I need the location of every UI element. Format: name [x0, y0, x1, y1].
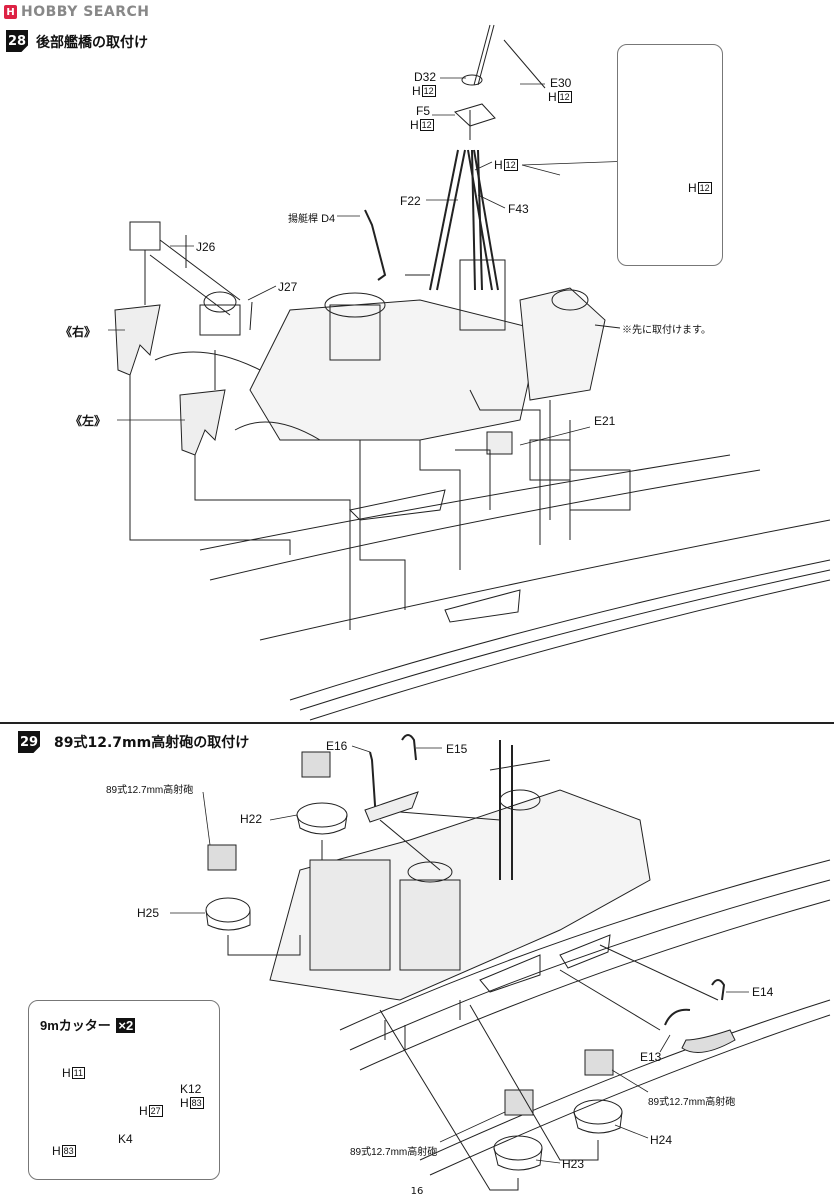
label-gun-b: 89式12.7mm高射砲	[648, 1097, 736, 1108]
cutter-qty: ×2	[116, 1018, 136, 1033]
step-divider	[0, 722, 834, 724]
step-28-number: 28	[6, 30, 28, 52]
site-logo: H HOBBY SEARCH	[4, 4, 149, 20]
label-h22: H22	[240, 812, 263, 826]
label-j27: J27	[278, 280, 298, 294]
mast-detail-panel	[617, 44, 723, 266]
step-28-title: 後部艦橋の取付け	[36, 35, 148, 51]
label-e15: E15	[446, 742, 468, 756]
label-h25: H25	[137, 906, 160, 920]
label-gun-a: 89式12.7mm高射砲	[106, 785, 194, 796]
label-k4: K4	[118, 1132, 133, 1146]
label-k12: K12	[180, 1082, 202, 1096]
label-gun-c: 89式12.7mm高射砲	[350, 1147, 438, 1158]
label-h24: H24	[650, 1133, 673, 1147]
label-e30: E30	[550, 76, 572, 90]
label-right: 《右》	[60, 325, 97, 339]
label-e13: E13	[640, 1050, 662, 1064]
label-f22: F22	[400, 194, 421, 208]
logo-mark: H	[4, 5, 17, 19]
step-29-title: 89式12.7mm高射砲の取付け	[54, 735, 250, 751]
note-attach-first: ※先に取付けます。	[622, 325, 711, 336]
logo-text: HOBBY SEARCH	[21, 4, 150, 20]
label-h23: H23	[562, 1157, 585, 1171]
label-e16: E16	[326, 739, 348, 753]
label-e21: E21	[594, 414, 616, 428]
label-d32: D32	[414, 70, 437, 84]
label-f5: F5	[416, 104, 431, 118]
tripod-mast-drawing	[429, 24, 546, 291]
label-j26: J26	[196, 240, 216, 254]
step-29-number: 29	[18, 731, 40, 753]
label-f43: F43	[508, 202, 529, 216]
cutter-title: 9mカッター ×2	[40, 1018, 136, 1033]
label-left: 《左》	[70, 414, 107, 428]
label-e14: E14	[752, 985, 774, 999]
page-number: 16	[410, 1186, 424, 1197]
label-d4: 揚艇桿 D4	[288, 213, 336, 225]
